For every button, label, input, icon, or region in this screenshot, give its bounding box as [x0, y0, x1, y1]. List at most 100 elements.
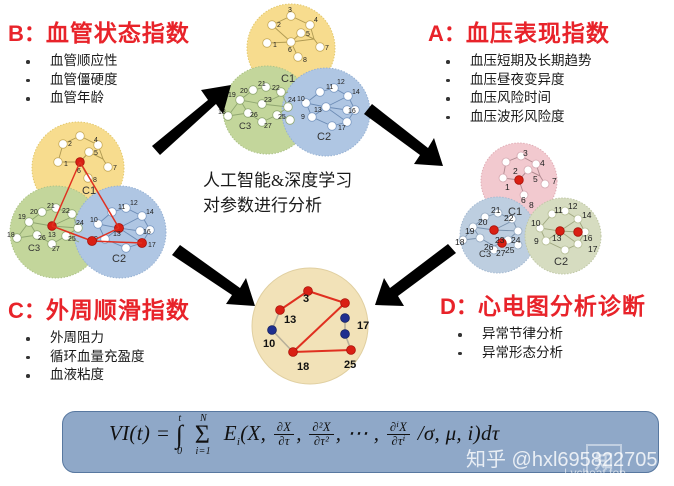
svg-text:8: 8: [303, 57, 307, 64]
panel-b-bullets: 血管顺应性 血管僵硬度 血管年龄: [8, 52, 190, 108]
formula-frac-2: ∂²X∂τ²: [309, 419, 334, 448]
panel-a-bullet-2: 血压风险时间: [428, 89, 610, 108]
svg-text:6: 6: [288, 47, 292, 54]
arrow-left-to-bottom: [172, 245, 255, 306]
cluster-bottom-center: 3 13 10 18 17 25: [251, 267, 369, 385]
svg-text:10: 10: [90, 217, 98, 224]
nodes-c1-left: [53, 131, 113, 183]
formula-tail: /σ, μ, i)dτ: [417, 420, 500, 445]
svg-text:21: 21: [47, 203, 55, 210]
node-highlight-20: [489, 225, 499, 235]
svg-text:24: 24: [511, 235, 521, 245]
inter-cluster-red-edges-left: [51, 161, 143, 244]
svg-text:23: 23: [264, 97, 272, 104]
panel-d-heading: D：心电图分析诊断: [440, 287, 646, 321]
svg-text:18: 18: [297, 361, 309, 373]
svg-text:4: 4: [540, 158, 545, 168]
frac3-den: ∂τⁱ: [386, 433, 411, 448]
frac1-den: ∂τ: [273, 433, 295, 448]
panel-b-heading: B：血管状态指数: [8, 14, 190, 48]
sum-lower: i=1: [195, 446, 211, 457]
panel-b-letter: B：: [8, 21, 46, 46]
node-highlight-16: [573, 227, 583, 237]
svg-text:2: 2: [277, 22, 281, 29]
svg-text:3: 3: [303, 293, 309, 305]
frac2-num: ∂²X: [312, 419, 331, 434]
svg-text:14: 14: [582, 210, 592, 220]
cluster-label-c3-left: C3: [28, 243, 40, 254]
svg-text:14: 14: [352, 89, 360, 96]
center-caption-line1: 人工智能&深度学习: [203, 171, 353, 190]
svg-text:1: 1: [273, 42, 277, 49]
svg-text:11: 11: [326, 84, 333, 91]
nodes-c3-right: [458, 208, 523, 255]
svg-text:10: 10: [263, 338, 275, 350]
arrows-layer: [152, 85, 456, 306]
svg-text:8: 8: [93, 177, 97, 184]
panel-c: C：外周顺滑指数 外周阻力 循环血量充盈度 血液粘度: [8, 291, 190, 385]
formula-E-sub: i: [236, 436, 241, 448]
cluster-circle-bottom: [251, 267, 369, 385]
svg-text:23: 23: [495, 235, 505, 245]
svg-text:2: 2: [513, 166, 518, 176]
svg-text:18: 18: [455, 237, 465, 247]
svg-text:9: 9: [301, 114, 305, 121]
watermark-badge: 知: [586, 444, 622, 478]
svg-text:24: 24: [76, 220, 84, 227]
svg-text:13: 13: [48, 232, 56, 239]
svg-text:17: 17: [357, 320, 369, 332]
panel-c-bullets: 外周阻力 循环血量充盈度 血液粘度: [8, 329, 190, 385]
panel-a-bullet-1: 血压昼夜变异度: [428, 71, 610, 90]
panel-b-title: 血管状态指数: [45, 21, 190, 46]
panel-a-title: 血压表现指数: [465, 21, 610, 46]
svg-text:20: 20: [30, 209, 38, 216]
svg-text:4: 4: [314, 17, 318, 24]
panel-c-letter: C：: [8, 298, 46, 323]
svg-text:21: 21: [258, 81, 266, 88]
panel-a-bullet-0: 血压短期及长期趋势: [428, 52, 610, 71]
svg-text:17: 17: [148, 242, 156, 249]
panel-a-bullet-3: 血压波形风险度: [428, 108, 610, 127]
panel-d-bullets: 异常节律分析 异常形态分析: [440, 325, 646, 362]
nodes-c3-left: [12, 203, 83, 249]
cluster-label-c2-right: C2: [554, 256, 568, 268]
panel-a-letter: A：: [428, 21, 466, 46]
panel-c-bullet-0: 外周阻力: [8, 329, 190, 348]
svg-text:1: 1: [505, 182, 510, 192]
arrow-left-to-top: [152, 85, 231, 155]
panel-d-title: 心电图分析诊断: [477, 294, 646, 319]
nodes-c2-top: [301, 83, 360, 131]
cluster-label-c3-right: C3: [479, 249, 491, 260]
svg-text:6: 6: [77, 168, 81, 175]
svg-text:27: 27: [264, 123, 272, 130]
bottom-red-edges: [279, 290, 352, 353]
svg-text:25: 25: [505, 245, 515, 255]
svg-text:24: 24: [288, 97, 296, 104]
node-highlight-2-right: [514, 175, 524, 185]
svg-text:7: 7: [552, 176, 557, 186]
integral-lower: 0: [177, 446, 183, 457]
svg-text:20: 20: [240, 88, 248, 95]
svg-text:16: 16: [143, 229, 151, 236]
svg-text:3: 3: [288, 7, 292, 14]
nodes-c1-right: [498, 151, 550, 200]
cluster-label-c1-top: C1: [281, 73, 295, 85]
nodes-c3-top: [223, 82, 295, 127]
svg-text:10: 10: [531, 218, 541, 228]
svg-text:10: 10: [297, 96, 305, 103]
panel-c-title: 外周顺滑指数: [45, 298, 190, 323]
panel-d-bullet-0: 异常节律分析: [440, 325, 646, 344]
cluster-circle-c2-right: [524, 197, 602, 275]
svg-text:13: 13: [314, 107, 322, 114]
svg-text:25: 25: [278, 114, 286, 121]
panel-d-bullet-1: 异常形态分析: [440, 344, 646, 363]
formula-ellipsis: ⋯ ,: [346, 420, 380, 445]
panel-a-heading: A：血压表现指数: [428, 14, 610, 48]
svg-text:2: 2: [68, 141, 72, 148]
svg-text:11: 11: [118, 204, 125, 211]
frac3-num: ∂ⁱX: [389, 419, 408, 434]
